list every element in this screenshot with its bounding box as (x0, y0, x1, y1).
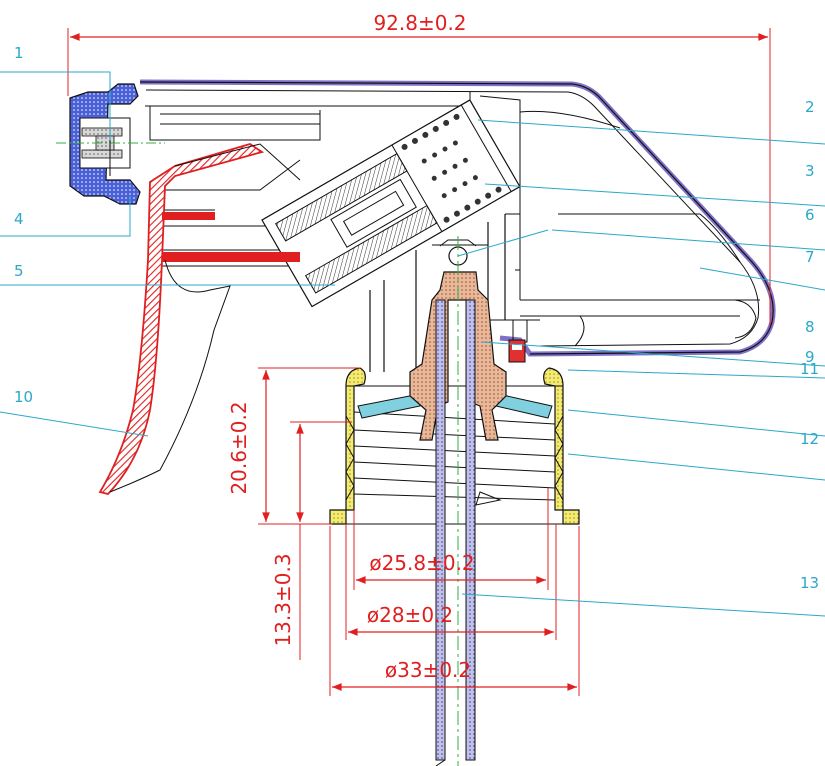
part-label-12: 12 (800, 430, 819, 448)
part-label-13: 13 (800, 574, 819, 592)
part-label-11: 11 (800, 360, 819, 378)
thread-height-dimension: 13.3±0.3 (271, 553, 295, 646)
closure-cap (329, 367, 580, 525)
part-labels: 1 4 5 10 2 3 6 7 8 9 11 12 13 (14, 44, 819, 592)
part-label-10: 10 (14, 388, 33, 406)
outer-diameter-dimension: ø33±0.2 (385, 658, 471, 682)
valve-body (409, 239, 507, 441)
part-label-4: 4 (14, 210, 24, 228)
trigger (98, 143, 301, 496)
thread-diameter-dimension: ø28±0.2 (367, 603, 453, 627)
part-label-8: 8 (805, 318, 815, 336)
part-leaders (0, 71, 825, 617)
pump-body (149, 106, 540, 372)
nozzle (56, 83, 165, 205)
inner-diameter-dimension: ø25.8±0.2 (369, 551, 474, 575)
part-label-6: 6 (805, 206, 815, 224)
spring (401, 113, 502, 223)
dimensions: 92.8±0.2 20.6±0.2 13.3±0.3 ø25.8±0.2 ø28… (67, 11, 771, 696)
closure-height-dimension: 20.6±0.2 (227, 401, 251, 494)
part-label-7: 7 (805, 248, 815, 266)
part-label-9: 9 (805, 348, 815, 366)
overall-width-dimension: 92.8±0.2 (373, 11, 466, 35)
part-label-2: 2 (805, 98, 815, 116)
check-valve (508, 339, 526, 363)
part-label-3: 3 (805, 162, 815, 180)
part-label-1: 1 (14, 44, 24, 62)
piston-cylinder (261, 99, 521, 308)
part-label-5: 5 (14, 262, 24, 280)
shroud (139, 79, 776, 357)
dip-tube (435, 236, 476, 766)
